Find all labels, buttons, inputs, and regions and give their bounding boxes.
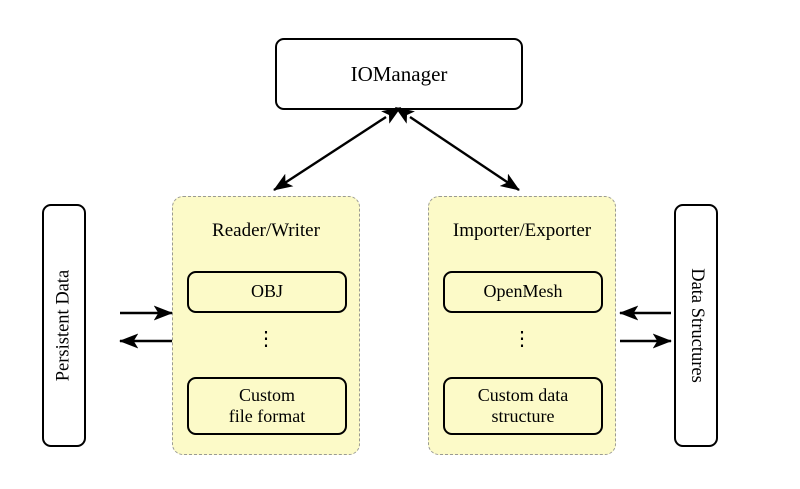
node-persistent-data[interactable]: Persistent Data <box>42 204 86 447</box>
node-custom-data-structure-line1: Custom data <box>477 384 569 405</box>
group-reader-writer: Reader/Writer OBJ ⋮ Custom file format <box>172 196 360 455</box>
group-importer-exporter-title: Importer/Exporter <box>452 220 592 241</box>
node-custom-data-structure-label: Custom data structure <box>478 385 569 427</box>
node-data-structures[interactable]: Data Structures <box>674 204 718 447</box>
node-custom-file-format[interactable]: Custom file format <box>187 377 347 435</box>
ellipsis-reader-writer: ⋮ <box>256 328 276 350</box>
arrow-manager-reader-writer <box>273 107 402 192</box>
node-custom-file-format-label: Custom file format <box>229 385 305 427</box>
io-manager-label: IOManager <box>350 61 448 86</box>
data-structures-label: Data Structures <box>686 268 707 383</box>
ellipsis-importer-exporter: ⋮ <box>512 328 532 350</box>
node-obj-label: OBJ <box>250 281 283 302</box>
node-custom-data-structure-line2: structure <box>491 406 555 426</box>
node-openmesh[interactable]: OpenMesh <box>443 271 603 313</box>
node-io-manager[interactable]: IOManager <box>275 38 523 110</box>
arrow-manager-importer-exporter <box>394 106 520 191</box>
node-obj[interactable]: OBJ <box>187 271 347 313</box>
group-importer-exporter: Importer/Exporter OpenMesh ⋮ Custom data… <box>428 196 616 455</box>
group-reader-writer-title: Reader/Writer <box>212 220 320 241</box>
node-openmesh-label: OpenMesh <box>483 281 563 302</box>
node-custom-file-format-line1: Custom <box>238 384 295 405</box>
persistent-data-label: Persistent Data <box>53 269 74 382</box>
node-custom-file-format-line2: file format <box>228 406 306 426</box>
node-custom-data-structure[interactable]: Custom data structure <box>443 377 603 435</box>
